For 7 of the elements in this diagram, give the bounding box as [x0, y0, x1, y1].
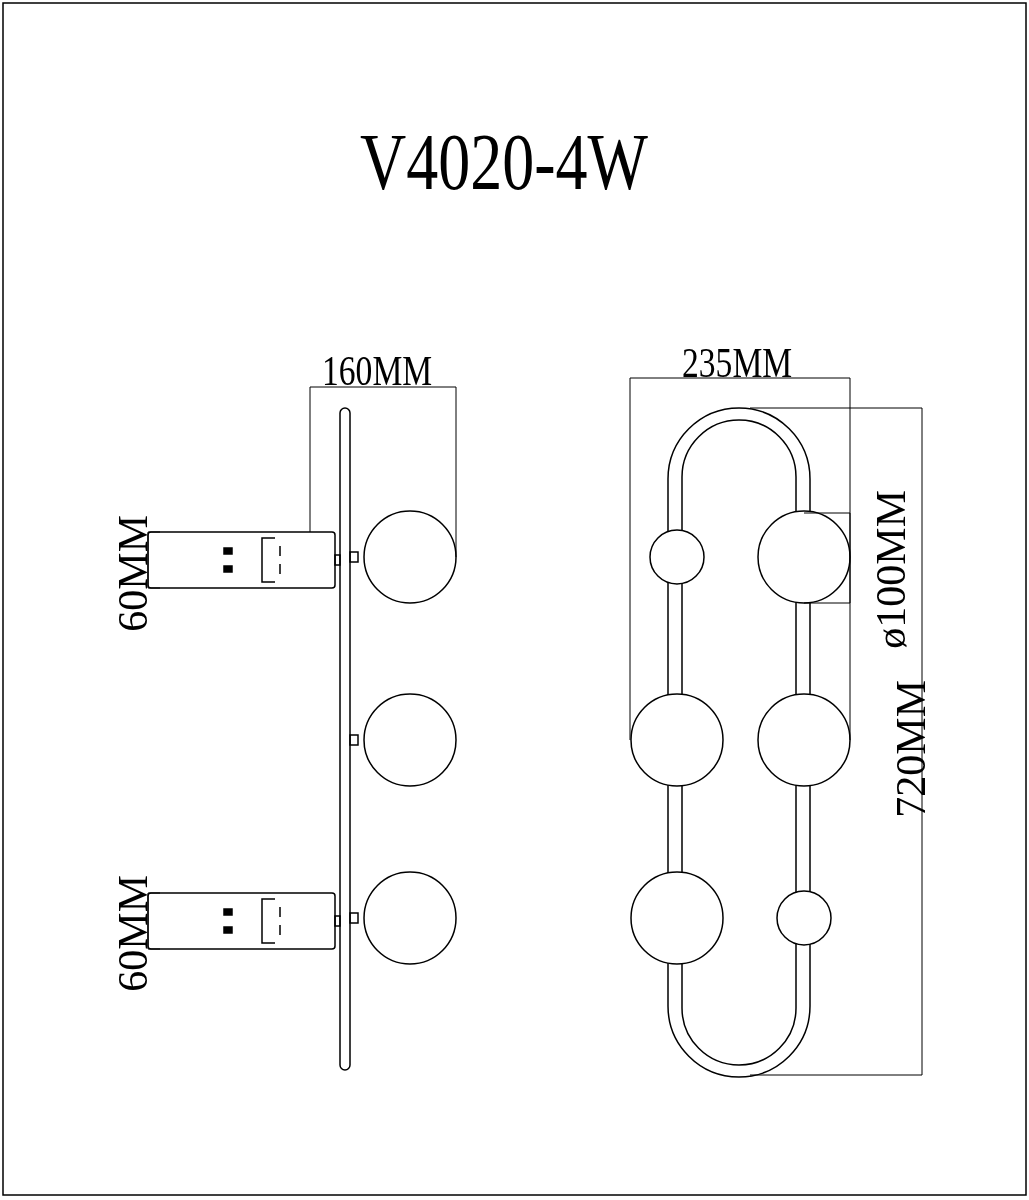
- dimension-label: 720MM: [890, 680, 932, 818]
- dimension-label: 60MM: [112, 515, 154, 632]
- dimension-label: 235MM: [682, 342, 793, 384]
- dimension-label: 160MM: [322, 350, 433, 392]
- dimension-label: 60MM: [112, 875, 154, 992]
- drawing-title: V4020-4W: [360, 122, 648, 202]
- dimension-label: ø100MM: [870, 490, 912, 649]
